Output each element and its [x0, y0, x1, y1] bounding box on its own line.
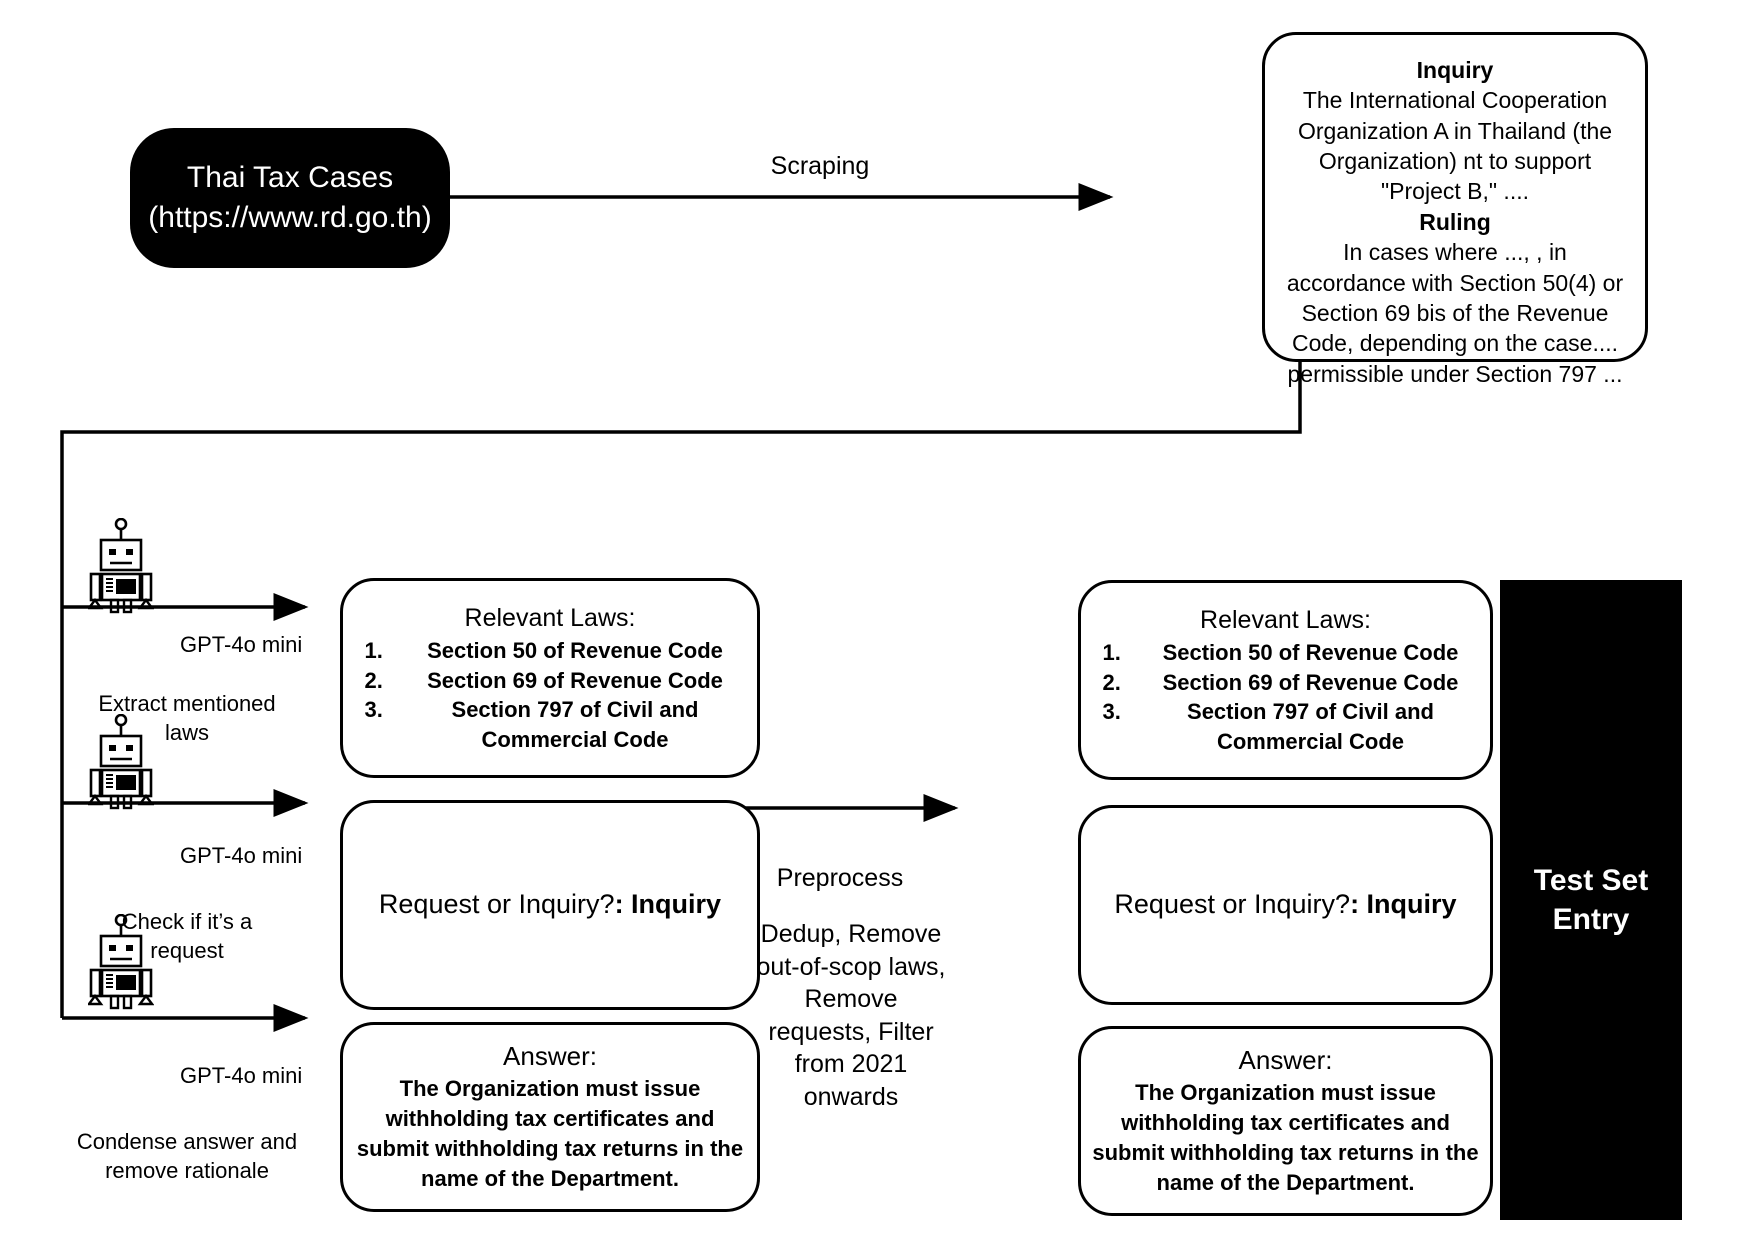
list-item: Section 69 of Revenue Code [1127, 668, 1484, 697]
inquiry-text: The International Cooperation Organizati… [1297, 87, 1613, 205]
edge-label-preprocess-detail: Dedup, Remove out-of-scop laws, Remove r… [756, 920, 946, 1111]
question-card-left: Request or Inquiry?: Inquiry [340, 800, 760, 1010]
question-prefix: Request or Inquiry? [1114, 889, 1351, 920]
list-item: Section 50 of Revenue Code [1127, 638, 1484, 667]
robot-icon [88, 914, 154, 1010]
answer-body: The Organization must issue withholding … [343, 1074, 757, 1194]
answer-text: The Organization must issue withholding … [1092, 1080, 1479, 1195]
question-text: Request or Inquiry?: Inquiry [1114, 887, 1456, 922]
question-answer: : Inquiry [1350, 889, 1457, 920]
question-card-right: Request or Inquiry?: Inquiry [1078, 805, 1493, 1005]
test-set-line2: Entry [1552, 903, 1630, 936]
answer-title: Answer: [503, 1041, 597, 1072]
list-item: Section 69 of Revenue Code [389, 666, 751, 695]
edge-label-condense-answer: Condense answer and remove rationale [76, 1129, 298, 1183]
relevant-laws-list: Section 50 of Revenue Code Section 69 of… [343, 636, 757, 754]
source-node: Thai Tax Cases (https://www.rd.go.th) [130, 128, 450, 268]
relevant-laws-list: Section 50 of Revenue Code Section 69 of… [1081, 638, 1490, 756]
model-label-check: GPT-4o mini [180, 843, 303, 868]
relevant-laws-card-right: Relevant Laws: Section 50 of Revenue Cod… [1078, 580, 1493, 780]
relevant-laws-card-left: Relevant Laws: Section 50 of Revenue Cod… [340, 578, 760, 778]
list-item: Section 797 of Civil and Commercial Code [389, 695, 751, 754]
question-answer: : Inquiry [614, 889, 722, 920]
question-text: Request or Inquiry?: Inquiry [379, 887, 721, 922]
test-set-line1: Test Set [1533, 864, 1649, 897]
edge-label-scraping: Scraping [770, 152, 870, 180]
relevant-laws-title: Relevant Laws: [464, 603, 636, 632]
list-item: Section 797 of Civil and Commercial Code [1127, 697, 1484, 756]
answer-card-left: Answer: The Organization must issue with… [340, 1022, 760, 1212]
answer-text: The Organization must issue withholding … [356, 1076, 744, 1191]
answer-period: . [672, 1165, 679, 1191]
edge-label-preprocess: Preprocess [776, 864, 904, 892]
question-prefix: Request or Inquiry? [378, 889, 615, 920]
inquiry-heading: Inquiry [1416, 57, 1494, 83]
answer-period: . [1408, 1169, 1415, 1195]
edge-label-extract-laws: Extract mentioned laws [98, 691, 276, 745]
relevant-laws-title: Relevant Laws: [1200, 605, 1371, 634]
source-url: (https://www.rd.go.th) [148, 201, 432, 234]
model-label-extract: GPT-4o mini [180, 632, 303, 657]
test-set-entry-node: Test Set Entry [1500, 580, 1682, 1220]
answer-card-right: Answer: The Organization must issue with… [1078, 1026, 1493, 1216]
source-title: Thai Tax Cases [186, 161, 394, 195]
robot-icon [88, 714, 154, 810]
edge-label-check-request: Check if it’s a request [121, 909, 253, 963]
answer-body: The Organization must issue withholding … [1081, 1078, 1490, 1198]
ruling-text: In cases where ..., , in accordance with… [1286, 239, 1624, 387]
list-item: Section 50 of Revenue Code [389, 636, 751, 665]
answer-title: Answer: [1238, 1045, 1333, 1076]
case-card: Inquiry The International Cooperation Or… [1262, 32, 1648, 387]
model-label-condense: GPT-4o mini [180, 1063, 303, 1088]
robot-icon [88, 518, 154, 614]
ruling-heading: Ruling [1419, 208, 1491, 235]
